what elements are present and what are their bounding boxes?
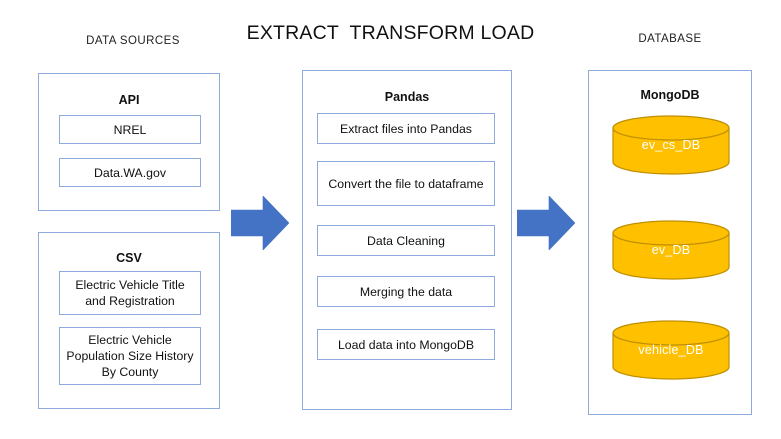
group-title-api: API [118,93,140,107]
right-arrow-icon-pandas-to-database [517,196,575,250]
right-arrow-icon-sources-to-pandas [231,196,289,250]
group-title-pandas: Pandas [384,90,430,104]
item-box-convert-file-to-dataframe[interactable]: Convert the file to dataframe [317,161,495,206]
column-header-data-sources: DATA SOURCES [86,35,180,47]
diagram-title: EXTRACT TRANSFORM LOAD [246,22,535,44]
item-box-ev-population-size-history[interactable]: Electric Vehicle Population Size History… [59,327,201,385]
item-box-merging-the-data[interactable]: Merging the data [317,276,495,307]
group-box-mongodb[interactable]: MongoDB ev_cs_DB ev_DB vehicle_DB [588,70,752,415]
database-cylinder-ev-db[interactable]: ev_DB [612,220,730,280]
item-box-data-cleaning[interactable]: Data Cleaning [317,225,495,256]
group-box-api[interactable]: API NREL Data.WA.gov [38,73,220,211]
item-box-load-data-into-mongodb[interactable]: Load data into MongoDB [317,329,495,360]
item-box-extract-files-into-pandas[interactable]: Extract files into Pandas [317,113,495,144]
group-box-pandas[interactable]: Pandas Extract files into Pandas Convert… [302,70,512,410]
item-box-nrel[interactable]: NREL [59,115,201,144]
item-box-ev-title-and-registration[interactable]: Electric Vehicle Title and Registration [59,271,201,315]
database-cylinder-ev-cs-db[interactable]: ev_cs_DB [612,115,730,175]
group-title-mongodb: MongoDB [640,88,700,102]
column-header-database: DATABASE [638,33,702,45]
group-title-csv: CSV [116,251,142,265]
database-cylinder-vehicle-db[interactable]: vehicle_DB [612,320,730,380]
item-box-data-wa-gov[interactable]: Data.WA.gov [59,158,201,187]
group-box-csv[interactable]: CSV Electric Vehicle Title and Registrat… [38,232,220,409]
